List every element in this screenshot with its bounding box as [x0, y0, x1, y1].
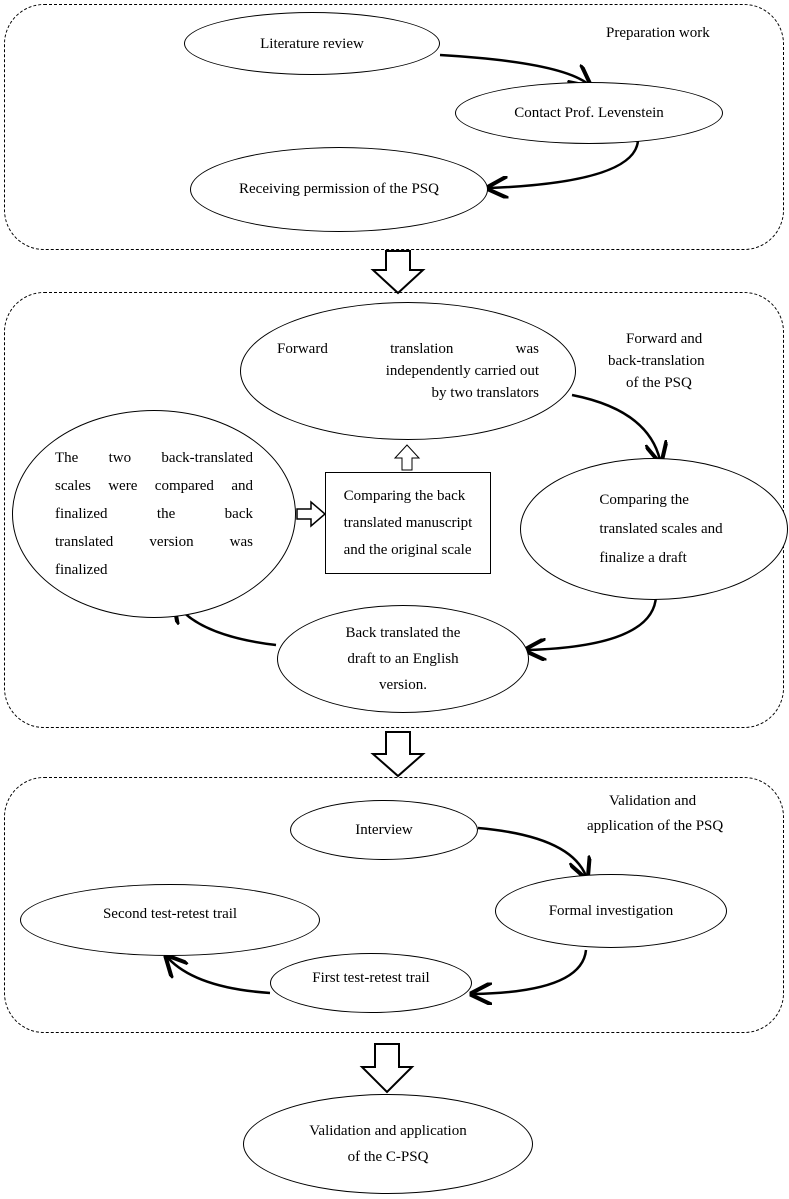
node-label: Formal investigation — [548, 903, 674, 919]
node-comparing-back-translated: Comparing the back translated manuscript… — [325, 472, 491, 574]
arrow-literature-to-contact — [439, 53, 588, 84]
block-arrow-3 — [359, 1043, 415, 1094]
node-label-line: finalize a draft — [599, 549, 687, 566]
stage-title-validation: Validation and application of the PSQ — [587, 790, 723, 837]
node-label: Contact Prof. Levenstein — [514, 105, 664, 121]
node-label-line: The two back-translated — [55, 450, 253, 466]
arrow-interview-to-formal — [477, 826, 586, 876]
node-receiving-permission: Receiving permission of the PSQ — [190, 147, 488, 232]
node-label-line: Forward translation was — [277, 341, 539, 357]
node-label: Second test-retest trail — [102, 906, 238, 922]
block-arrow-1 — [370, 250, 426, 295]
arrow-compare-translated-to-back-translated — [528, 595, 658, 650]
stage-title-translation: Forward and back-translation of the PSQ — [608, 328, 705, 394]
node-label-line: Validation and application — [309, 1123, 467, 1139]
node-label-line: of the C-PSQ — [347, 1149, 429, 1165]
node-final-c-psq: Validation and application of the C-PSQ — [243, 1094, 533, 1194]
node-label: First test-retest trail — [312, 970, 430, 986]
node-label-line: finalized the back — [55, 506, 253, 522]
stage-title-line: of the PSQ — [626, 375, 692, 391]
node-label-line: draft to an English — [347, 651, 459, 667]
arrow-first-to-second-trail — [168, 958, 271, 995]
stage-panel-validation — [4, 777, 784, 1033]
node-label-line: translated version was — [55, 534, 253, 550]
node-forward-translation: Forward translation was independently ca… — [240, 302, 576, 440]
hollow-arrow-up — [393, 444, 421, 471]
node-interview: Interview — [290, 800, 478, 860]
node-second-trail: Second test-retest trail — [20, 884, 320, 956]
node-back-translated-draft: Back translated the draft to an English … — [277, 605, 529, 713]
node-label-line: and the original scale — [343, 541, 472, 558]
node-label-line: independently carried out — [385, 363, 539, 379]
node-comparing-translated: Comparing the translated scales and fina… — [520, 458, 788, 600]
node-label-line: version. — [379, 677, 427, 693]
stage-title-line: Validation and — [609, 793, 697, 809]
node-label-line: by two translators — [431, 385, 539, 401]
node-formal-investigation: Formal investigation — [495, 874, 727, 948]
node-label: Interview — [355, 822, 413, 838]
stage-title-line: back-translation — [608, 353, 705, 369]
node-literature-review: Literature review — [184, 12, 440, 75]
node-label-line: translated manuscript — [343, 514, 473, 531]
stage-panel-preparation — [4, 4, 784, 250]
node-label-line: scales were compared and — [55, 478, 253, 494]
arrow-contact-to-permission — [490, 139, 640, 188]
stage-title-line: Forward and — [626, 331, 703, 347]
node-first-trail: First test-retest trail — [270, 953, 472, 1013]
node-label-line: translated scales and — [599, 520, 723, 537]
stage-title-line: application of the PSQ — [587, 818, 724, 834]
node-contact-prof: Contact Prof. Levenstein — [455, 82, 723, 144]
arrow-forward-to-compare-translated — [571, 393, 660, 460]
node-label-line: Comparing the back — [343, 487, 466, 504]
node-label-line: Comparing the — [599, 491, 689, 508]
node-two-back-translated: The two back-translated scales were comp… — [12, 410, 296, 618]
node-label: Literature review — [260, 35, 364, 52]
node-label: Receiving permission of the PSQ — [239, 181, 439, 197]
hollow-arrow-right — [296, 500, 327, 528]
stage-title-preparation: Preparation work — [606, 25, 710, 41]
arrow-formal-to-first-trail — [474, 949, 588, 994]
node-label-line: finalized — [55, 562, 108, 578]
block-arrow-2 — [370, 731, 426, 778]
node-label-line: Back translated the — [345, 625, 461, 641]
